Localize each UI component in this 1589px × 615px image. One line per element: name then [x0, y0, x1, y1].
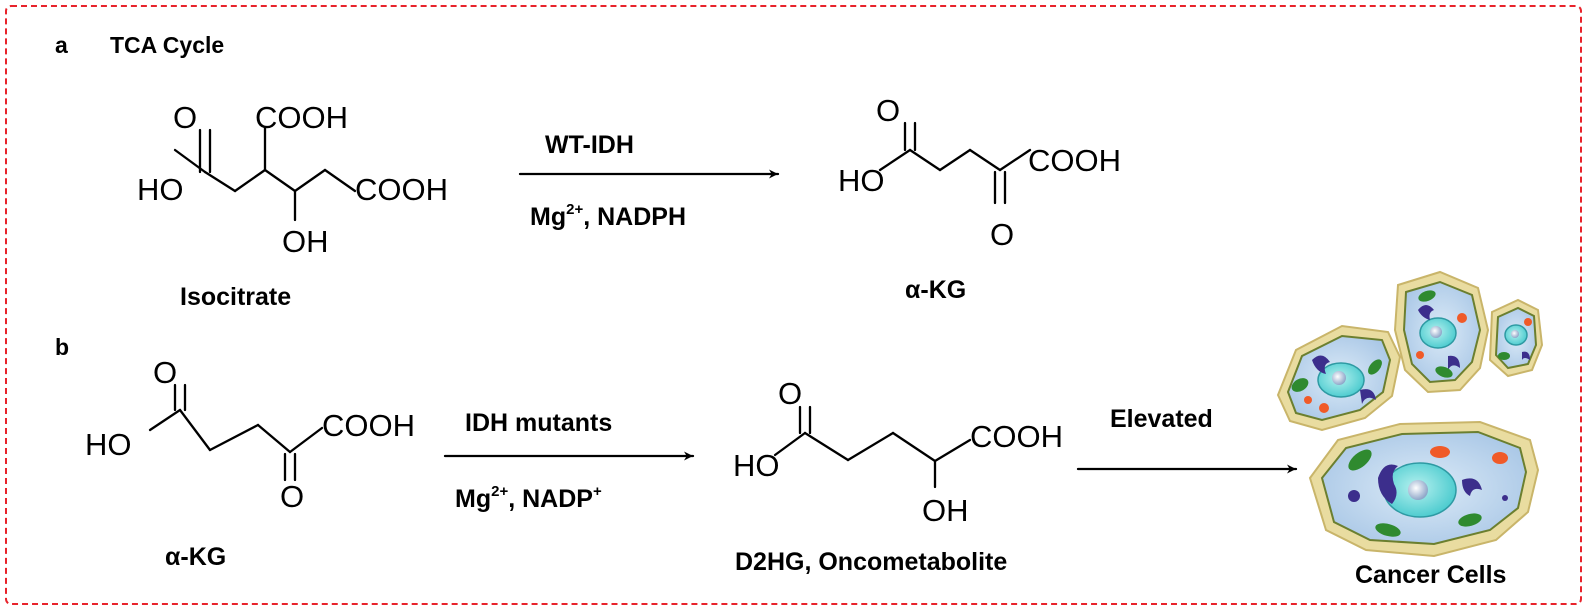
enzyme-idh-mutants: IDH mutants	[465, 409, 612, 437]
enzyme-wt-idh: WT-IDH	[545, 131, 634, 159]
figure-frame	[5, 5, 1582, 605]
alpha-kg-a-ho: HO	[838, 163, 885, 198]
panel-a-label: a	[55, 32, 68, 58]
d2hg-ho: HO	[733, 448, 780, 483]
d2hg-oh: OH	[922, 493, 969, 528]
alpha-kg-b-keto-o: O	[280, 479, 304, 514]
alpha-kg-b-ho: HO	[85, 427, 132, 462]
cancer-cells-illustration	[1276, 270, 1544, 558]
alpha-kg-a-keto-o: O	[990, 217, 1014, 252]
isocitrate-ho: HO	[137, 172, 184, 207]
alpha-kg-a-cooh: COOH	[1028, 143, 1121, 178]
alpha-kg-b-carbonyl-o: O	[153, 355, 177, 390]
d2hg-cooh: COOH	[970, 419, 1063, 454]
cancer-cell-1	[1276, 324, 1402, 432]
isocitrate-oh: OH	[282, 224, 329, 259]
isocitrate-carbonyl-o: O	[173, 100, 197, 135]
alpha-kg-a-carbonyl-o: O	[876, 93, 900, 128]
d2hg-carbonyl-o: O	[778, 376, 802, 411]
alpha-kg-name-a: α-KG	[905, 276, 966, 304]
effect-elevated: Elevated	[1110, 405, 1213, 433]
cofactor-b: Mg2+, NADP+	[455, 483, 602, 513]
panel-b-label: b	[55, 334, 69, 360]
isocitrate-name: Isocitrate	[180, 283, 291, 311]
cancer-cells-name: Cancer Cells	[1355, 561, 1506, 589]
cancer-cell-4	[1308, 420, 1540, 558]
d2hg-name: D2HG, Oncometabolite	[735, 548, 1007, 576]
panel-a-title: TCA Cycle	[110, 32, 224, 58]
d2hg-structure: O HO COOH OH	[733, 376, 1063, 528]
alpha-kg-b-cooh: COOH	[322, 408, 415, 443]
cancer-cell-3	[1488, 298, 1544, 378]
isocitrate-cooh-top: COOH	[255, 100, 348, 135]
alpha-kg-name-b: α-KG	[165, 543, 226, 571]
alpha-kg-structure-a: O HO COOH O	[838, 93, 1121, 252]
alpha-kg-structure-b: O HO COOH O	[85, 355, 415, 514]
cofactor-a: Mg2+, NADPH	[530, 201, 686, 231]
isocitrate-cooh-right: COOH	[355, 172, 448, 207]
isocitrate-structure: O COOH HO COOH OH	[137, 100, 448, 259]
cancer-cell-2	[1393, 270, 1490, 394]
